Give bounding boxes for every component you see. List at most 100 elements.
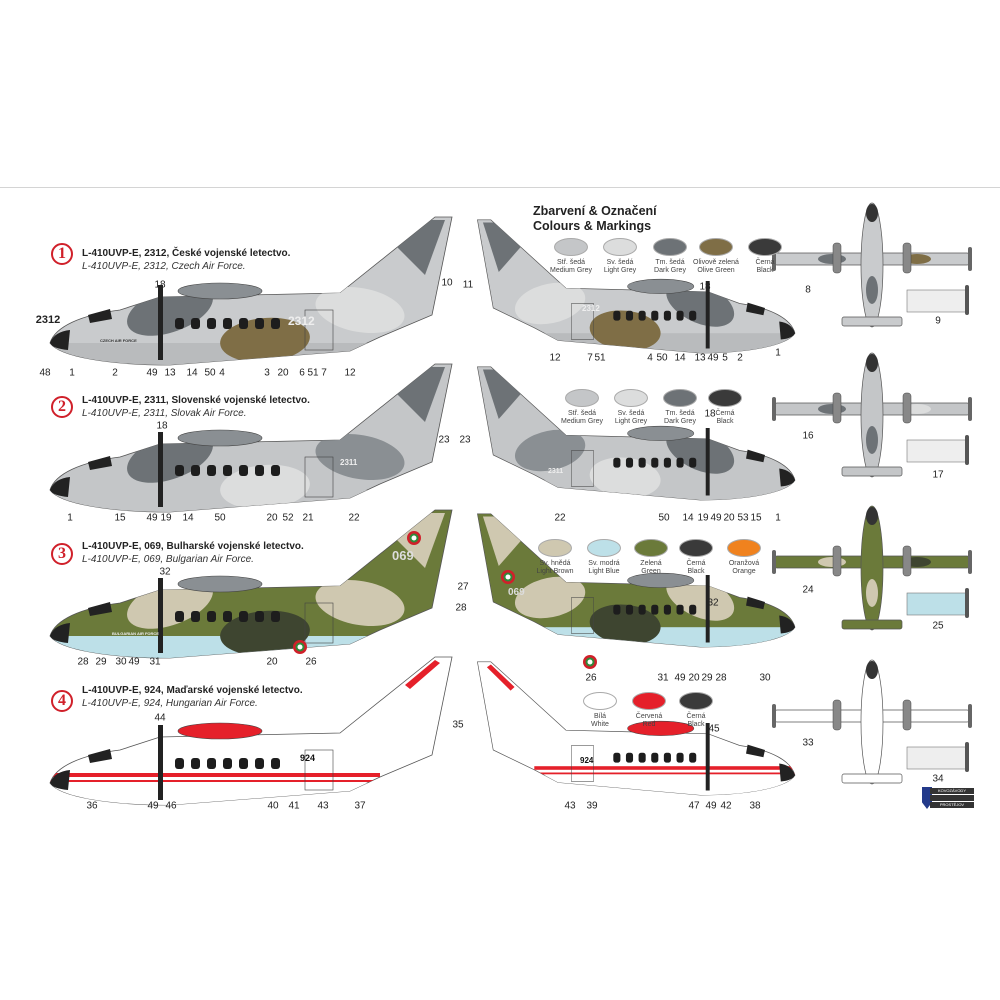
callout-number: 50 bbox=[658, 512, 670, 524]
wing-underside-detail bbox=[906, 289, 968, 313]
callout-number: 50 bbox=[204, 367, 216, 379]
aircraft-side-profile bbox=[477, 661, 796, 796]
aircraft-top-view bbox=[772, 202, 972, 328]
swatch-label-en: Dark Grey bbox=[664, 418, 696, 425]
callout-number: 7 bbox=[587, 352, 593, 364]
swatch-chip bbox=[632, 692, 666, 710]
callout-number: 30 bbox=[759, 672, 771, 684]
scheme-title-en: L-410UVP-E, 2312, Czech Air Force. bbox=[82, 261, 246, 272]
callout-number: 17 bbox=[932, 469, 944, 481]
aircraft-side-profile bbox=[49, 216, 453, 366]
callout-number: 19 bbox=[160, 512, 172, 524]
callout-number: 50 bbox=[214, 512, 226, 524]
serial-marking: 2311 bbox=[548, 468, 563, 475]
callout-number: 48 bbox=[39, 367, 51, 379]
swatch-label-en: Medium Grey bbox=[549, 267, 592, 274]
scheme-badge-1: 1 bbox=[51, 243, 73, 265]
callout-number: 2 bbox=[112, 367, 118, 379]
callout-number: 19 bbox=[697, 512, 709, 524]
callout-number: 2312 bbox=[35, 314, 61, 326]
callout-number: 20 bbox=[266, 656, 278, 668]
callout-number: 37 bbox=[354, 800, 366, 812]
callout-number: 30 bbox=[115, 656, 127, 668]
swatch-chip bbox=[699, 238, 733, 256]
callout-number: 43 bbox=[317, 800, 329, 812]
callout-number: 29 bbox=[95, 656, 107, 668]
swatch-label-cz: Bílá bbox=[593, 713, 607, 720]
callout-number: 39 bbox=[586, 800, 598, 812]
callout-number: 51 bbox=[594, 352, 606, 364]
callout-number: 14 bbox=[182, 512, 194, 524]
callout-number: 8 bbox=[805, 284, 811, 296]
aircraft-side-profile bbox=[477, 366, 796, 501]
callout-number: 18 bbox=[156, 420, 168, 432]
callout-number: 45 bbox=[708, 723, 720, 735]
scheme-badge-4: 4 bbox=[51, 690, 73, 712]
fuselage-lettering: BULGARIAN AIR FORCE bbox=[112, 631, 159, 636]
aircraft-top-view bbox=[772, 659, 972, 785]
wing-underside-detail bbox=[906, 746, 968, 770]
callout-number: 20 bbox=[688, 672, 700, 684]
swatch-label-cz: Černá bbox=[715, 410, 735, 417]
scheme-title-cz: L-410UVP-E, 924, Maďarské vojenské letec… bbox=[82, 685, 303, 696]
swatch-label-en: Green bbox=[641, 568, 661, 575]
callout-number: 22 bbox=[554, 512, 566, 524]
callout-number: 28 bbox=[715, 672, 727, 684]
swatch-label-en: Black bbox=[756, 267, 774, 274]
callout-number: 28 bbox=[455, 602, 467, 614]
callout-number: 25 bbox=[932, 620, 944, 632]
serial-marking: 924 bbox=[300, 753, 315, 763]
swatch-label-en: Olive Green bbox=[697, 267, 735, 274]
aircraft-side-profile bbox=[49, 509, 453, 659]
swatch-chip bbox=[603, 238, 637, 256]
callout-number: 24 bbox=[802, 584, 814, 596]
swatch-label-en: Black bbox=[716, 418, 734, 425]
swatch-label-cz: Tm. šedá bbox=[665, 410, 695, 417]
callout-number: 52 bbox=[282, 512, 294, 524]
callout-number: 14 bbox=[682, 512, 694, 524]
swatch-label-cz: Sv. šedá bbox=[606, 259, 634, 266]
scheme-title-en: L-410UVP-E, 069, Bulgarian Air Force. bbox=[82, 554, 254, 565]
swatch-label-cz: Stř. šedá bbox=[556, 259, 585, 266]
wing-underside-detail bbox=[906, 439, 968, 463]
swatch-label-en: Black bbox=[687, 721, 705, 728]
swatch-label-cz: Oranžová bbox=[728, 560, 760, 567]
callout-number: 4 bbox=[647, 352, 653, 364]
serial-marking: 2312 bbox=[582, 304, 600, 313]
divider bbox=[0, 187, 1000, 188]
callout-number: 44 bbox=[154, 712, 166, 724]
scheme-badge-2: 2 bbox=[51, 396, 73, 418]
callout-number: 10 bbox=[441, 277, 453, 289]
scheme-title-en: L-410UVP-E, 924, Hungarian Air Force. bbox=[82, 698, 258, 709]
callout-number: 1 bbox=[775, 347, 781, 359]
scheme-badge-3: 3 bbox=[51, 543, 73, 565]
callout-number: 49 bbox=[710, 512, 722, 524]
swatch-chip bbox=[663, 389, 697, 407]
callout-number: 11 bbox=[462, 279, 474, 291]
swatch-chip bbox=[679, 692, 713, 710]
aircraft-side-profile bbox=[49, 363, 453, 513]
logo-shield-icon bbox=[922, 787, 932, 809]
callout-number: 49 bbox=[128, 656, 140, 668]
callout-number: 18 bbox=[704, 408, 716, 420]
callout-number: 16 bbox=[802, 430, 814, 442]
logo-bar bbox=[930, 795, 974, 801]
callout-number: 14 bbox=[186, 367, 198, 379]
callout-number: 23 bbox=[438, 434, 450, 446]
swatch-label-en: Black bbox=[687, 568, 705, 575]
swatch-chip bbox=[614, 389, 648, 407]
callout-number: 21 bbox=[302, 512, 314, 524]
callout-number: 4 bbox=[219, 367, 225, 379]
callout-number: 5 bbox=[722, 352, 728, 364]
callout-number: 31 bbox=[149, 656, 161, 668]
swatch-label-cz: Sv. hnědá bbox=[539, 560, 571, 567]
callout-number: 2 bbox=[737, 352, 743, 364]
